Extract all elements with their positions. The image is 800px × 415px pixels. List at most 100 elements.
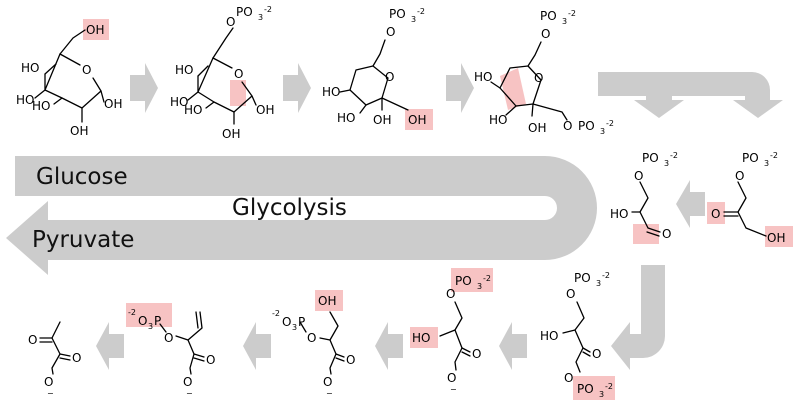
- svg-text:-2: -2: [483, 274, 491, 283]
- svg-text:-2: -2: [605, 382, 613, 391]
- svg-text:−: −: [450, 385, 457, 394]
- svg-text:3: 3: [764, 159, 769, 168]
- highlight-13bpg-phosphate: [573, 376, 615, 400]
- svg-text:O: O: [472, 347, 481, 361]
- svg-text:PO: PO: [578, 119, 595, 133]
- step-arrow-2: [283, 63, 311, 113]
- svg-text:PO: PO: [455, 274, 472, 288]
- svg-text:PO: PO: [574, 271, 591, 285]
- svg-text:O: O: [28, 333, 37, 347]
- highlight-gap-aldehyde: [633, 224, 659, 244]
- highlight-f6p-oh: [405, 109, 433, 130]
- molecule-pyruvate: O O O −: [28, 321, 81, 398]
- svg-text:PO: PO: [236, 5, 253, 19]
- svg-text:-2: -2: [417, 7, 425, 16]
- svg-text:-2: -2: [770, 151, 778, 160]
- svg-text:O: O: [206, 353, 215, 367]
- highlight-g6p-ring: [230, 80, 246, 106]
- svg-text:HO: HO: [184, 103, 202, 117]
- svg-text:-2: -2: [128, 308, 136, 317]
- step-arrow-3: [446, 63, 474, 113]
- step-arrow-7: [96, 322, 124, 370]
- svg-text:−: −: [186, 389, 193, 398]
- svg-text:3: 3: [148, 322, 153, 331]
- svg-text:HO: HO: [412, 331, 430, 345]
- svg-text:HO: HO: [474, 70, 492, 84]
- svg-text:OH: OH: [767, 231, 785, 245]
- svg-text:PO: PO: [577, 382, 594, 396]
- highlight-dhap-oh: [765, 226, 793, 247]
- molecule-glucose: OH O OH OH HO HO HO: [16, 23, 122, 138]
- svg-text:O: O: [183, 375, 192, 389]
- svg-text:-2: -2: [272, 309, 280, 318]
- svg-text:HO: HO: [540, 329, 558, 343]
- svg-text:3: 3: [664, 159, 669, 168]
- svg-text:HO: HO: [322, 85, 340, 99]
- svg-text:P: P: [298, 315, 305, 329]
- svg-text:-2: -2: [606, 119, 614, 128]
- svg-text:O: O: [234, 67, 243, 81]
- glycolysis-u-arrow: [6, 156, 597, 275]
- highlight-3pg-phosphate: [451, 268, 493, 292]
- svg-text:O: O: [541, 27, 550, 41]
- svg-text:PO: PO: [540, 9, 557, 23]
- step-arrow-6: [243, 322, 271, 370]
- svg-text:−: −: [326, 389, 333, 398]
- step-arrow-isomerase: [676, 180, 705, 228]
- glucose-label: Glucose: [36, 164, 128, 190]
- svg-text:O: O: [323, 375, 332, 389]
- step-arrow-1: [130, 63, 158, 113]
- svg-text:O: O: [164, 331, 173, 345]
- svg-text:3: 3: [562, 17, 567, 26]
- svg-text:O: O: [307, 331, 316, 345]
- svg-text:OH: OH: [104, 97, 122, 111]
- svg-text:3: 3: [600, 127, 605, 136]
- svg-text:3: 3: [596, 279, 601, 288]
- highlight-3pg-ho: [410, 327, 438, 348]
- svg-text:-2: -2: [568, 9, 576, 18]
- svg-text:O: O: [385, 70, 394, 84]
- glycolysis-label: Glycolysis: [232, 195, 347, 221]
- highlight-dhap-carbonyl: [707, 202, 725, 224]
- highlight-pep-phosphate: [126, 303, 172, 327]
- svg-text:O: O: [662, 227, 671, 241]
- svg-text:O: O: [82, 63, 91, 77]
- svg-text:3: 3: [292, 323, 297, 332]
- svg-text:OH: OH: [70, 124, 88, 138]
- svg-text:PO: PO: [642, 151, 659, 165]
- svg-text:OH: OH: [408, 113, 426, 127]
- svg-text:HO: HO: [489, 113, 507, 127]
- svg-text:OH: OH: [256, 103, 274, 117]
- svg-text:OH: OH: [528, 121, 546, 135]
- svg-text:HO: HO: [21, 61, 39, 75]
- svg-text:O: O: [564, 371, 573, 385]
- svg-text:O: O: [534, 71, 543, 85]
- pyruvate-label: Pyruvate: [32, 227, 134, 253]
- svg-text:O: O: [592, 347, 601, 361]
- step-arrow-split: [598, 72, 783, 118]
- svg-text:O: O: [563, 119, 572, 133]
- svg-text:−: −: [47, 389, 54, 398]
- step-arrow-4: [499, 322, 527, 370]
- svg-text:O: O: [446, 287, 455, 301]
- svg-text:O: O: [735, 169, 744, 183]
- svg-text:3: 3: [477, 282, 482, 291]
- svg-text:OH: OH: [86, 23, 104, 37]
- highlight-glucose-oh: [83, 19, 109, 40]
- svg-text:HO: HO: [170, 95, 188, 109]
- svg-text:-2: -2: [670, 151, 678, 160]
- svg-text:-2: -2: [264, 5, 272, 14]
- svg-text:HO: HO: [175, 63, 193, 77]
- highlight-f16bp-ring: [500, 68, 526, 110]
- svg-text:HO: HO: [337, 111, 355, 125]
- svg-text:O: O: [44, 375, 53, 389]
- step-arrow-5: [375, 322, 403, 370]
- svg-text:HO: HO: [32, 99, 50, 113]
- svg-text:O: O: [634, 169, 643, 183]
